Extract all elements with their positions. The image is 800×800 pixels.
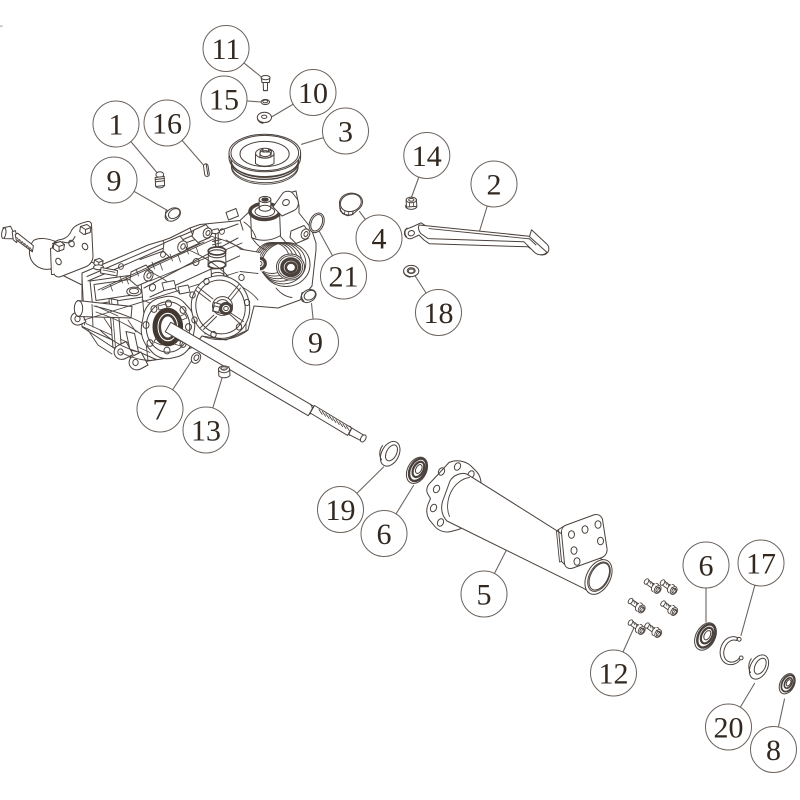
- svg-text:12: 12: [599, 658, 629, 691]
- svg-text:1: 1: [109, 109, 124, 142]
- svg-text:11: 11: [212, 33, 241, 66]
- svg-text:17: 17: [746, 548, 776, 581]
- svg-text:14: 14: [412, 140, 442, 173]
- svg-text:16: 16: [152, 108, 182, 141]
- svg-text:10: 10: [298, 77, 328, 110]
- svg-text:9: 9: [308, 327, 323, 360]
- svg-text:4: 4: [372, 223, 387, 256]
- svg-text:8: 8: [766, 734, 781, 767]
- svg-text:20: 20: [714, 712, 744, 745]
- svg-text:13: 13: [191, 415, 221, 448]
- svg-text:19: 19: [326, 494, 356, 527]
- svg-text:6: 6: [377, 518, 392, 551]
- svg-text:2: 2: [487, 169, 502, 202]
- svg-text:6: 6: [699, 550, 714, 583]
- svg-text:5: 5: [477, 579, 492, 612]
- svg-text:7: 7: [153, 394, 168, 427]
- svg-text:21: 21: [329, 261, 359, 294]
- svg-text:9: 9: [107, 165, 122, 198]
- svg-text:15: 15: [209, 84, 239, 117]
- svg-text:18: 18: [424, 297, 454, 330]
- svg-text:3: 3: [338, 116, 353, 149]
